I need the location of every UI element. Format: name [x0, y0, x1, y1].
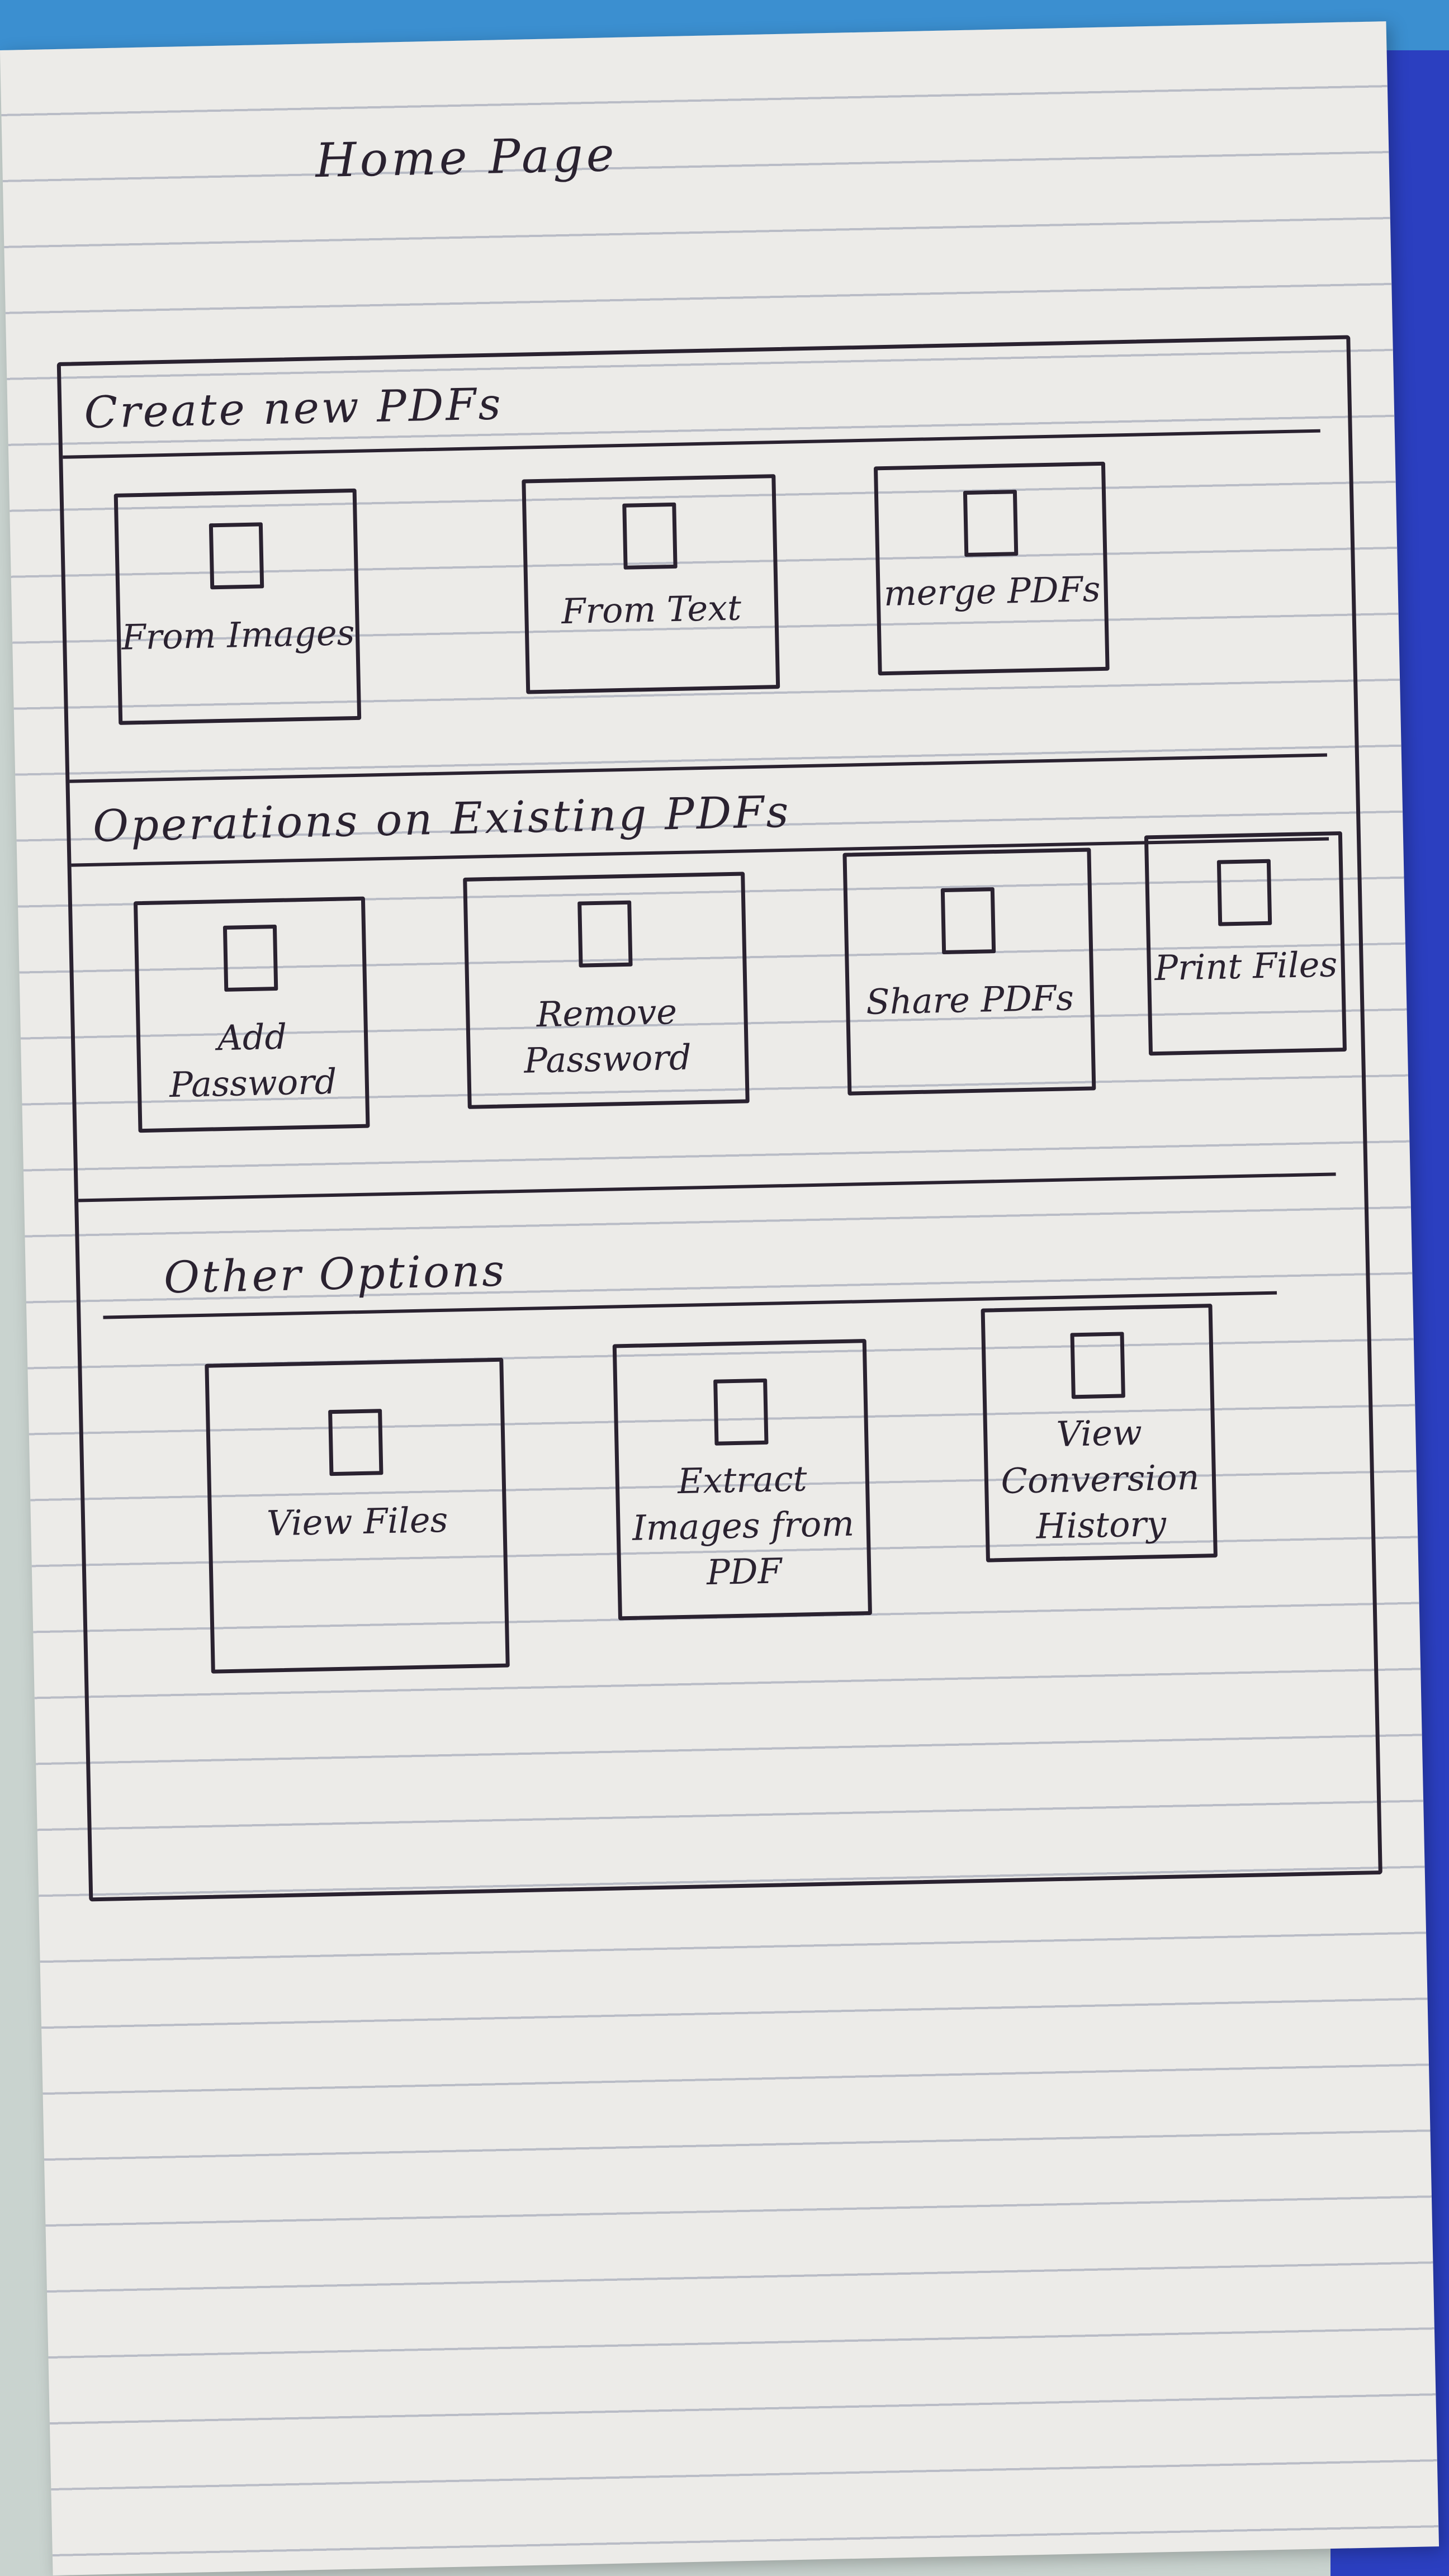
document-icon	[1070, 1332, 1125, 1399]
page-title: Home Page	[315, 126, 618, 188]
tile-label: Remove Password	[523, 991, 692, 1081]
tile-extract-images[interactable]: Extract Images from PDF	[612, 1339, 872, 1621]
section-header-other: Other Options	[163, 1246, 508, 1304]
document-icon	[328, 1409, 383, 1476]
document-icon	[1216, 859, 1272, 926]
tile-label: Share PDFs	[865, 977, 1074, 1022]
notebook-paper: Home Page Create new PDFs From Images Fr…	[0, 21, 1439, 2576]
document-icon	[222, 924, 278, 992]
tile-from-text[interactable]: From Text	[522, 474, 780, 694]
tile-label: From Images	[121, 612, 356, 658]
tile-from-images[interactable]: From Images	[113, 488, 362, 725]
section-divider	[78, 1172, 1336, 1202]
tile-label: merge PDFs	[883, 568, 1101, 614]
tile-label: Extract Images from PDF	[632, 1458, 855, 1593]
tile-label: Add Password	[169, 1016, 338, 1106]
document-icon	[940, 887, 996, 955]
tile-label: View Files	[266, 1499, 449, 1544]
document-icon	[963, 490, 1019, 557]
tile-view-conversion-history[interactable]: View Conversion History	[981, 1304, 1218, 1562]
tile-label: From Text	[561, 587, 742, 632]
tile-remove-password[interactable]: Remove Password	[463, 872, 750, 1109]
tile-print-files[interactable]: Print Files	[1144, 831, 1347, 1056]
section-header-create: Create new PDFs	[83, 379, 504, 438]
document-icon	[622, 502, 678, 570]
document-icon	[209, 522, 264, 590]
tile-add-password[interactable]: Add Password	[133, 896, 370, 1133]
tile-merge-pdfs[interactable]: merge PDFs	[873, 461, 1110, 676]
tile-label: View Conversion History	[1000, 1412, 1200, 1547]
section-header-operations: Operations on Existing PDFs	[92, 787, 792, 852]
tile-share-pdfs[interactable]: Share PDFs	[842, 847, 1096, 1096]
document-icon	[713, 1378, 769, 1446]
tile-view-files[interactable]: View Files	[205, 1357, 510, 1674]
document-icon	[577, 900, 633, 968]
tile-label: Print Files	[1154, 944, 1338, 989]
section-divider	[69, 753, 1327, 783]
app-screen-frame: Create new PDFs From Images From Text me…	[56, 335, 1382, 1902]
